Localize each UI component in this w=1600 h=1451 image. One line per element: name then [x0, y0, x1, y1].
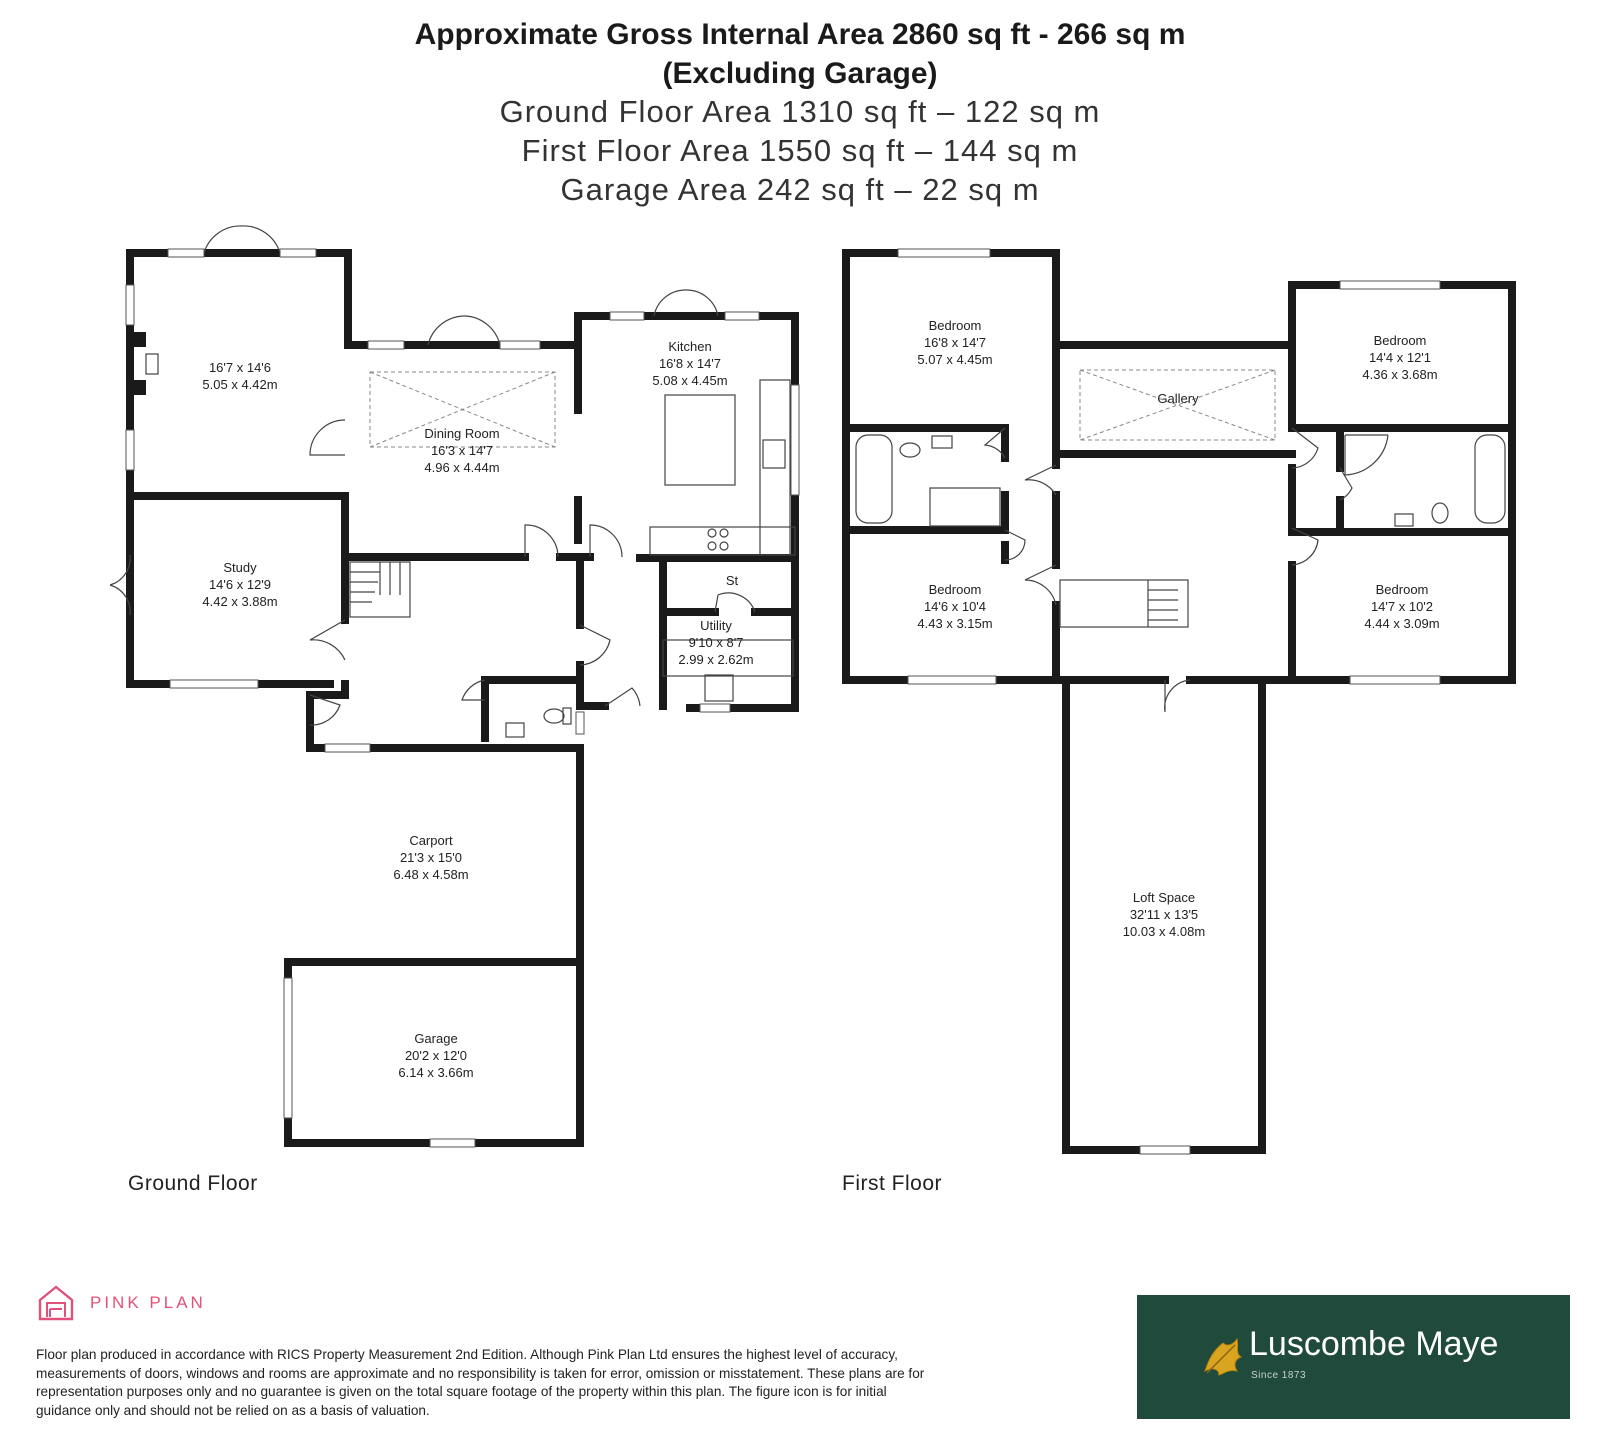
header-garage-area: Garage Area 242 sq ft – 22 sq m	[560, 172, 1040, 207]
disclaimer-text: Floor plan produced in accordance with R…	[36, 1347, 925, 1418]
bedroom-3-dims-metric: 4.43 x 3.15m	[917, 616, 992, 631]
pink-plan-house-icon	[38, 1285, 74, 1321]
living-room-dims-metric: 5.05 x 4.42m	[202, 377, 277, 392]
pink-plan-wordmark: PINK PLAN	[90, 1293, 206, 1312]
header-ground-area: Ground Floor Area 1310 sq ft – 122 sq m	[499, 94, 1101, 129]
gallery-name: Gallery	[1157, 391, 1199, 406]
loft-dims-imperial: 32'11 x 13'5	[1130, 907, 1198, 922]
garage-dims-metric: 6.14 x 3.66m	[398, 1065, 473, 1080]
utility-dims-metric: 2.99 x 2.62m	[678, 652, 753, 667]
store-name: St	[726, 573, 739, 588]
garage-dims-imperial: 20'2 x 12'0	[405, 1048, 467, 1063]
kitchen-name: Kitchen	[668, 339, 711, 354]
bedroom-1-name: Bedroom	[929, 318, 982, 333]
bedroom-4-name: Bedroom	[1376, 582, 1429, 597]
first-floor-plan	[842, 248, 1516, 1155]
agent-name: Luscombe Maye	[1249, 1325, 1499, 1363]
bedroom-4-dims-metric: 4.44 x 3.09m	[1364, 616, 1439, 631]
pink-plan-logo: PINK PLAN	[36, 1284, 206, 1322]
living-room-dims-imperial: 16'7 x 14'6	[209, 360, 271, 375]
carport-name: Carport	[409, 833, 453, 848]
oak-leaf-icon	[1204, 1337, 1243, 1376]
bedroom-2-name: Bedroom	[1374, 333, 1427, 348]
study-dims-imperial: 14'6 x 12'9	[209, 577, 271, 592]
dining-room-name: Dining Room	[424, 426, 499, 441]
utility-name: Utility	[700, 618, 732, 633]
header-total-area: Approximate Gross Internal Area 2860 sq …	[414, 18, 1186, 51]
ground-floor-label: Ground Floor	[128, 1172, 258, 1195]
bedroom-1-dims-metric: 5.07 x 4.45m	[917, 352, 992, 367]
ground-floor-plan	[109, 225, 800, 1148]
study-dims-metric: 4.42 x 3.88m	[202, 594, 277, 609]
agent-logo-panel: Luscombe Maye Since 1873	[1137, 1295, 1570, 1419]
utility-dims-imperial: 9'10 x 8'7	[689, 635, 744, 650]
garage-name: Garage	[414, 1031, 457, 1046]
agent-since: Since 1873	[1251, 1370, 1307, 1381]
dining-room-dims-imperial: 16'3 x 14'7	[431, 443, 493, 458]
bedroom-4-dims-imperial: 14'7 x 10'2	[1371, 599, 1433, 614]
bedroom-3-dims-imperial: 14'6 x 10'4	[924, 599, 986, 614]
loft-dims-metric: 10.03 x 4.08m	[1123, 924, 1205, 939]
carport-dims-imperial: 21'3 x 15'0	[400, 850, 462, 865]
header-first-area: First Floor Area 1550 sq ft – 144 sq m	[521, 133, 1079, 168]
loft-name: Loft Space	[1133, 890, 1195, 905]
first-floor-label: First Floor	[842, 1172, 942, 1195]
bedroom-2-dims-metric: 4.36 x 3.68m	[1362, 367, 1437, 382]
bedroom-2-dims-imperial: 14'4 x 12'1	[1369, 350, 1431, 365]
carport-dims-metric: 6.48 x 4.58m	[393, 867, 468, 882]
dining-room-dims-metric: 4.96 x 4.44m	[424, 460, 499, 475]
bedroom-3-name: Bedroom	[929, 582, 982, 597]
kitchen-dims-imperial: 16'8 x 14'7	[659, 356, 721, 371]
bedroom-1-dims-imperial: 16'8 x 14'7	[924, 335, 986, 350]
kitchen-dims-metric: 5.08 x 4.45m	[652, 373, 727, 388]
study-name: Study	[223, 560, 257, 575]
header-excluding-garage: (Excluding Garage)	[662, 57, 938, 90]
